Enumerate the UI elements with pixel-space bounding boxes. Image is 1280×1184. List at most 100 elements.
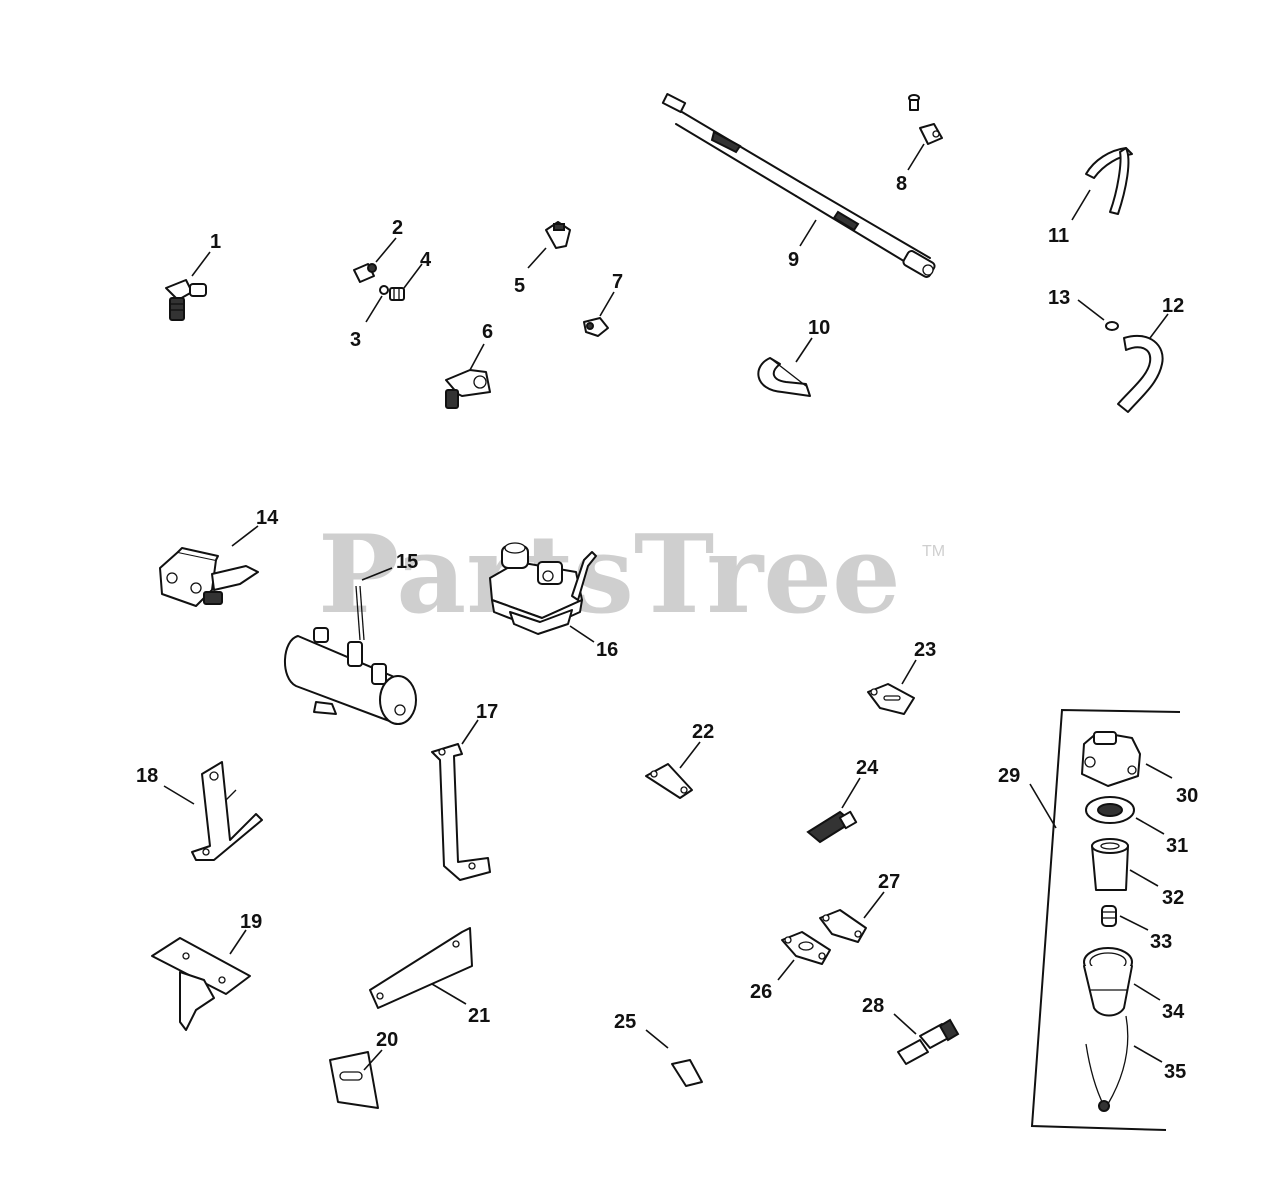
callout-7[interactable]: 7: [612, 271, 623, 293]
leader-12: [1149, 313, 1169, 339]
callout-29[interactable]: 29: [998, 765, 1020, 787]
callout-31[interactable]: 31: [1166, 835, 1188, 857]
part-23-gasket[interactable]: [867, 683, 915, 715]
part-2-fitting[interactable]: [353, 263, 377, 283]
callout-13[interactable]: 13: [1048, 287, 1070, 309]
callout-27[interactable]: 27: [878, 871, 900, 893]
part-1-elbow-fitting[interactable]: [165, 279, 207, 321]
leader-25: [645, 1029, 669, 1049]
part-31-gasket-ring[interactable]: [1085, 796, 1135, 824]
callout-16[interactable]: 16: [596, 639, 618, 661]
leader-23: [901, 659, 917, 685]
callout-28[interactable]: 28: [862, 995, 884, 1017]
part-26-gasket[interactable]: [781, 931, 831, 965]
watermark-brand: PartsTree: [318, 512, 901, 638]
part-21-bracket-strip[interactable]: [369, 927, 473, 1009]
callout-14[interactable]: 14: [256, 507, 279, 529]
part-3-washer[interactable]: [379, 285, 389, 295]
callout-2[interactable]: 2: [392, 217, 403, 239]
part-22-gasket[interactable]: [645, 763, 693, 799]
partstree-watermark: PartsTree TM: [318, 512, 945, 638]
part-29-fuel-filter-assembly[interactable]: [1030, 708, 1181, 1131]
leader-20: [363, 1049, 383, 1071]
callout-1[interactable]: 1: [210, 231, 221, 253]
part-33-spring[interactable]: [1101, 905, 1117, 927]
leader-18: [163, 785, 195, 805]
part-32-filter-element[interactable]: [1091, 838, 1129, 891]
part-27-gasket[interactable]: [819, 909, 867, 943]
part-14-fuel-pump[interactable]: [159, 547, 259, 607]
leader-29: [1029, 783, 1057, 829]
callout-5[interactable]: 5: [514, 275, 525, 297]
part-30-filter-head[interactable]: [1081, 731, 1141, 787]
leader-19: [229, 929, 247, 955]
leader-28: [893, 1013, 917, 1035]
part-5-hose-barb-fitting[interactable]: [545, 221, 571, 249]
callout-26[interactable]: 26: [750, 981, 772, 1003]
callout-6[interactable]: 6: [482, 321, 493, 343]
leader-6: [469, 343, 485, 371]
callout-18[interactable]: 18: [136, 765, 158, 787]
leader-16: [569, 625, 595, 643]
part-25-clip[interactable]: [671, 1059, 703, 1087]
leader-24: [841, 777, 861, 809]
leader-9: [799, 219, 817, 247]
leader-5: [527, 247, 547, 269]
callout-30[interactable]: 30: [1176, 785, 1198, 807]
callout-11[interactable]: 11: [1048, 225, 1069, 247]
part-28-fitting[interactable]: [897, 1018, 960, 1065]
part-35-bail[interactable]: [1085, 1015, 1129, 1112]
leader-33: [1119, 915, 1149, 931]
callout-20[interactable]: 20: [376, 1029, 398, 1051]
part-16-diaphragm-fuel-pump[interactable]: [489, 542, 597, 635]
part-18-bracket[interactable]: [191, 761, 263, 861]
callout-17[interactable]: 17: [476, 701, 498, 723]
callout-22[interactable]: 22: [692, 721, 714, 743]
part-15-electric-fuel-pump[interactable]: [283, 585, 417, 725]
part-7-clip[interactable]: [583, 317, 609, 337]
leader-32: [1129, 869, 1159, 887]
callout-23[interactable]: 23: [914, 639, 936, 661]
part-9-fuel-line-assembly[interactable]: [661, 93, 936, 278]
part-10-hose-clip[interactable]: [757, 357, 811, 397]
callout-33[interactable]: 33: [1150, 931, 1172, 953]
part-24-hose-barb[interactable]: [806, 810, 858, 844]
callout-35[interactable]: 35: [1164, 1061, 1186, 1083]
callout-34[interactable]: 34: [1162, 1001, 1185, 1023]
callout-24[interactable]: 24: [856, 757, 879, 779]
leader-2: [375, 237, 397, 263]
leader-1: [191, 251, 211, 277]
callout-15[interactable]: 15: [396, 551, 418, 573]
leader-22: [679, 741, 701, 769]
callout-10[interactable]: 10: [808, 317, 830, 339]
callout-12[interactable]: 12: [1162, 295, 1184, 317]
part-19-bracket[interactable]: [151, 937, 251, 1031]
part-11-fuel-hose[interactable]: [1085, 147, 1133, 215]
callout-32[interactable]: 32: [1162, 887, 1184, 909]
part-20-plate[interactable]: [329, 1051, 379, 1109]
leader-8: [907, 143, 925, 171]
leader-13: [1077, 299, 1105, 321]
leader-4: [403, 263, 423, 289]
leader-35: [1133, 1045, 1163, 1063]
part-13-clamp[interactable]: [1105, 321, 1119, 331]
callout-4[interactable]: 4: [420, 249, 432, 271]
watermark-trademark: TM: [922, 543, 945, 560]
callout-3[interactable]: 3: [350, 329, 361, 351]
part-8-fitting[interactable]: [908, 94, 943, 145]
callout-9[interactable]: 9: [788, 249, 799, 271]
callout-21[interactable]: 21: [468, 1005, 490, 1027]
part-34-filter-bowl[interactable]: [1083, 947, 1133, 1017]
leader-27: [863, 891, 885, 919]
part-12-hose[interactable]: [1117, 334, 1164, 413]
part-4-nut[interactable]: [389, 287, 405, 301]
part-6-street-elbow[interactable]: [445, 369, 491, 409]
callout-25[interactable]: 25: [614, 1011, 636, 1033]
callout-8[interactable]: 8: [896, 173, 907, 195]
callout-19[interactable]: 19: [240, 911, 262, 933]
leader-21: [431, 983, 467, 1005]
leader-30: [1145, 763, 1173, 779]
leader-17: [461, 719, 479, 745]
part-17-bracket[interactable]: [431, 743, 491, 881]
